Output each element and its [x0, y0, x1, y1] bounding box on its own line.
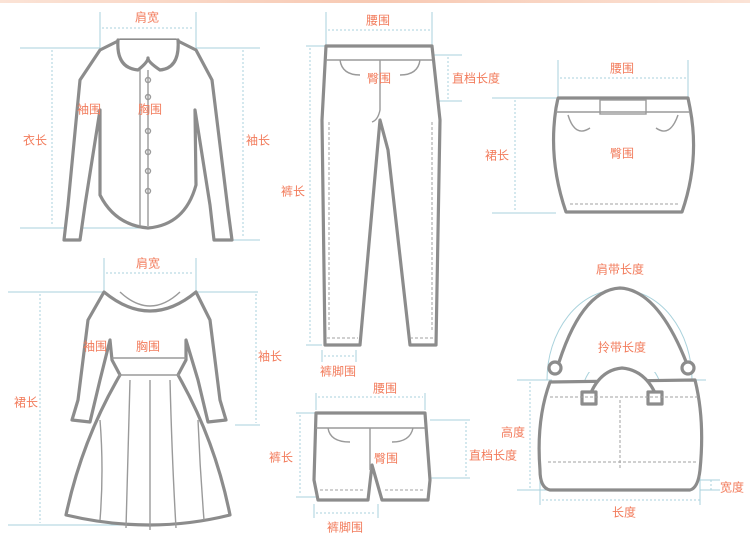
shorts-hem-label: 裤脚围 [326, 520, 364, 535]
dress-chest-label: 胸围 [135, 339, 161, 354]
shirt-illustration [20, 12, 260, 242]
pants-hip-label: 臀围 [366, 71, 392, 86]
shorts-hip-label: 臀围 [373, 451, 399, 466]
shirt-length-label: 衣长 [22, 133, 48, 148]
pants-hem-label: 裤脚围 [319, 364, 357, 379]
pants-illustration [306, 12, 462, 362]
shirt-chest-label: 胸围 [137, 102, 163, 117]
dress-sleeve-length-label: 袖长 [257, 349, 283, 364]
bag-height-label: 高度 [500, 425, 526, 440]
bag-illustration [517, 286, 720, 505]
dress-illustration [8, 258, 260, 530]
bag-handle-label: 拎带长度 [597, 340, 647, 355]
skirt-hip-label: 臀围 [609, 146, 635, 161]
skirt-length-label: 裙长 [484, 148, 510, 163]
skirt-waist-label: 腰围 [609, 61, 635, 76]
pants-rise-label: 直档长度 [451, 71, 501, 86]
shorts-rise-label: 直档长度 [468, 448, 518, 463]
shorts-waist-label: 腰围 [372, 381, 398, 396]
top-accent-bar [0, 0, 750, 3]
skirt-illustration [492, 60, 696, 214]
bag-width-label: 宽度 [719, 480, 745, 495]
dress-sleeve-circ-label: 袖围 [82, 339, 108, 354]
shirt-shoulder-label: 肩宽 [134, 10, 160, 25]
dress-shoulder-label: 肩宽 [135, 256, 161, 271]
shirt-sleeve-length-label: 袖长 [245, 133, 271, 148]
dress-length-label: 裙长 [13, 395, 39, 410]
pants-waist-label: 腰围 [365, 13, 391, 28]
shorts-illustration [296, 393, 470, 518]
shorts-length-label: 裤长 [268, 450, 294, 465]
shirt-sleeve-circ-label: 袖围 [76, 102, 102, 117]
bag-shoulder-strap-label: 肩带长度 [595, 262, 645, 277]
bag-length-label: 长度 [611, 505, 637, 520]
pants-length-label: 裤长 [280, 184, 306, 199]
